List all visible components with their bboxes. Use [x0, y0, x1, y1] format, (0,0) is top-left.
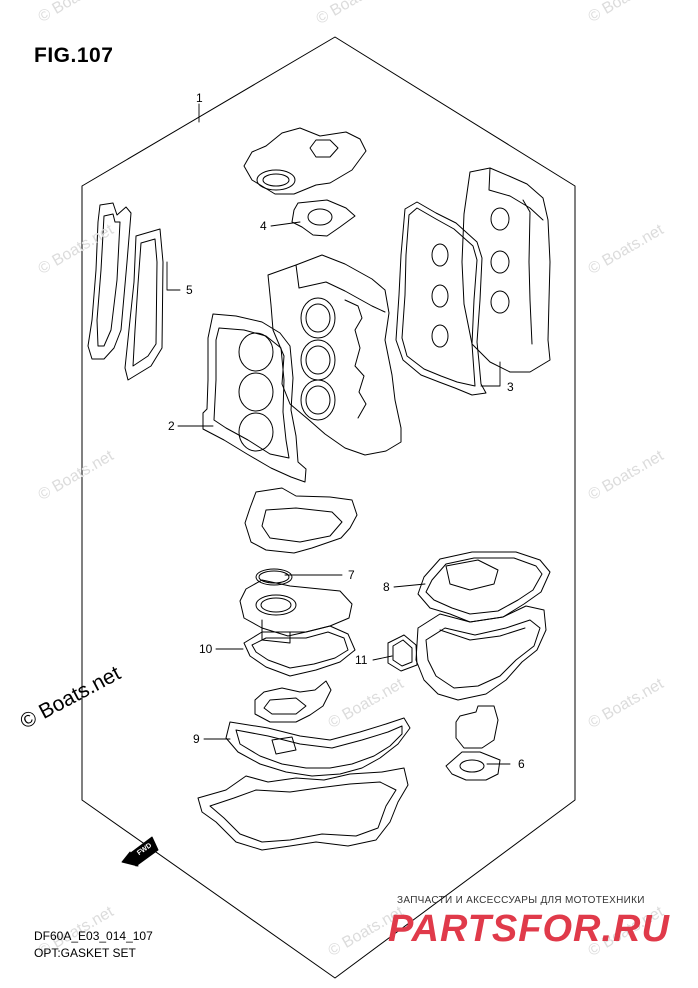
- head-cover-group: [461, 167, 551, 373]
- promo-tagline: ЗАПЧАСТИ И АКСЕССУАРЫ ДЛЯ МОТОТЕХНИКИ: [397, 895, 645, 906]
- thermostat-housing-group: [243, 127, 367, 237]
- callout-3[interactable]: 3: [507, 380, 514, 394]
- gasket-11-shape: [387, 634, 418, 672]
- intake-group: [225, 680, 411, 777]
- exhaust-cover-group: [87, 202, 164, 381]
- callout-10[interactable]: 10: [199, 642, 213, 656]
- cylinder-block-group: [267, 254, 402, 456]
- thermostat-gasket-shape: [291, 199, 356, 237]
- lower-manifold-group: [197, 767, 409, 851]
- head-cover-gasket-shape: [395, 201, 487, 396]
- promo-logo[interactable]: PARTSFOR.RU: [388, 908, 670, 950]
- callout-6[interactable]: 6: [518, 757, 525, 771]
- callout-4[interactable]: 4: [260, 219, 267, 233]
- kit-boundary: [81, 36, 576, 979]
- leader-lines: [166, 103, 511, 765]
- head-gasket-shape: [202, 313, 307, 483]
- figure-subtitle: OPT:GASKET SET: [34, 946, 136, 960]
- callout-8[interactable]: 8: [383, 580, 390, 594]
- callout-2[interactable]: 2: [168, 419, 175, 433]
- intake-gasket-shape: [225, 717, 411, 777]
- gasket-10-shape: [243, 625, 356, 677]
- head-cover-gasket-group: [395, 201, 487, 396]
- callout-1[interactable]: 1: [196, 91, 203, 105]
- oil-pan-gasket-shape: [417, 551, 551, 623]
- lower-case-group: [239, 579, 353, 644]
- oil-pan-gasket-group: [417, 551, 551, 623]
- oil-pump-group: [445, 705, 501, 781]
- callout-5[interactable]: 5: [186, 283, 193, 297]
- head-gasket-group: [202, 313, 307, 483]
- crankcase-piece: [244, 487, 358, 554]
- fwd-arrow-icon: [121, 836, 159, 867]
- oil-pump-gasket-shape: [445, 751, 501, 781]
- callout-11[interactable]: 11: [355, 653, 368, 667]
- callout-9[interactable]: 9: [193, 732, 200, 746]
- figure-title: FIG.107: [34, 44, 114, 67]
- oil-pan-group: [415, 605, 547, 701]
- exhaust-cover-gasket-shape: [124, 228, 164, 381]
- gasket-11-group: [387, 634, 418, 672]
- callout-7[interactable]: 7: [348, 568, 355, 582]
- o-ring-shape: [255, 568, 293, 586]
- figure-code: DF60A_E03_014_107: [34, 929, 153, 943]
